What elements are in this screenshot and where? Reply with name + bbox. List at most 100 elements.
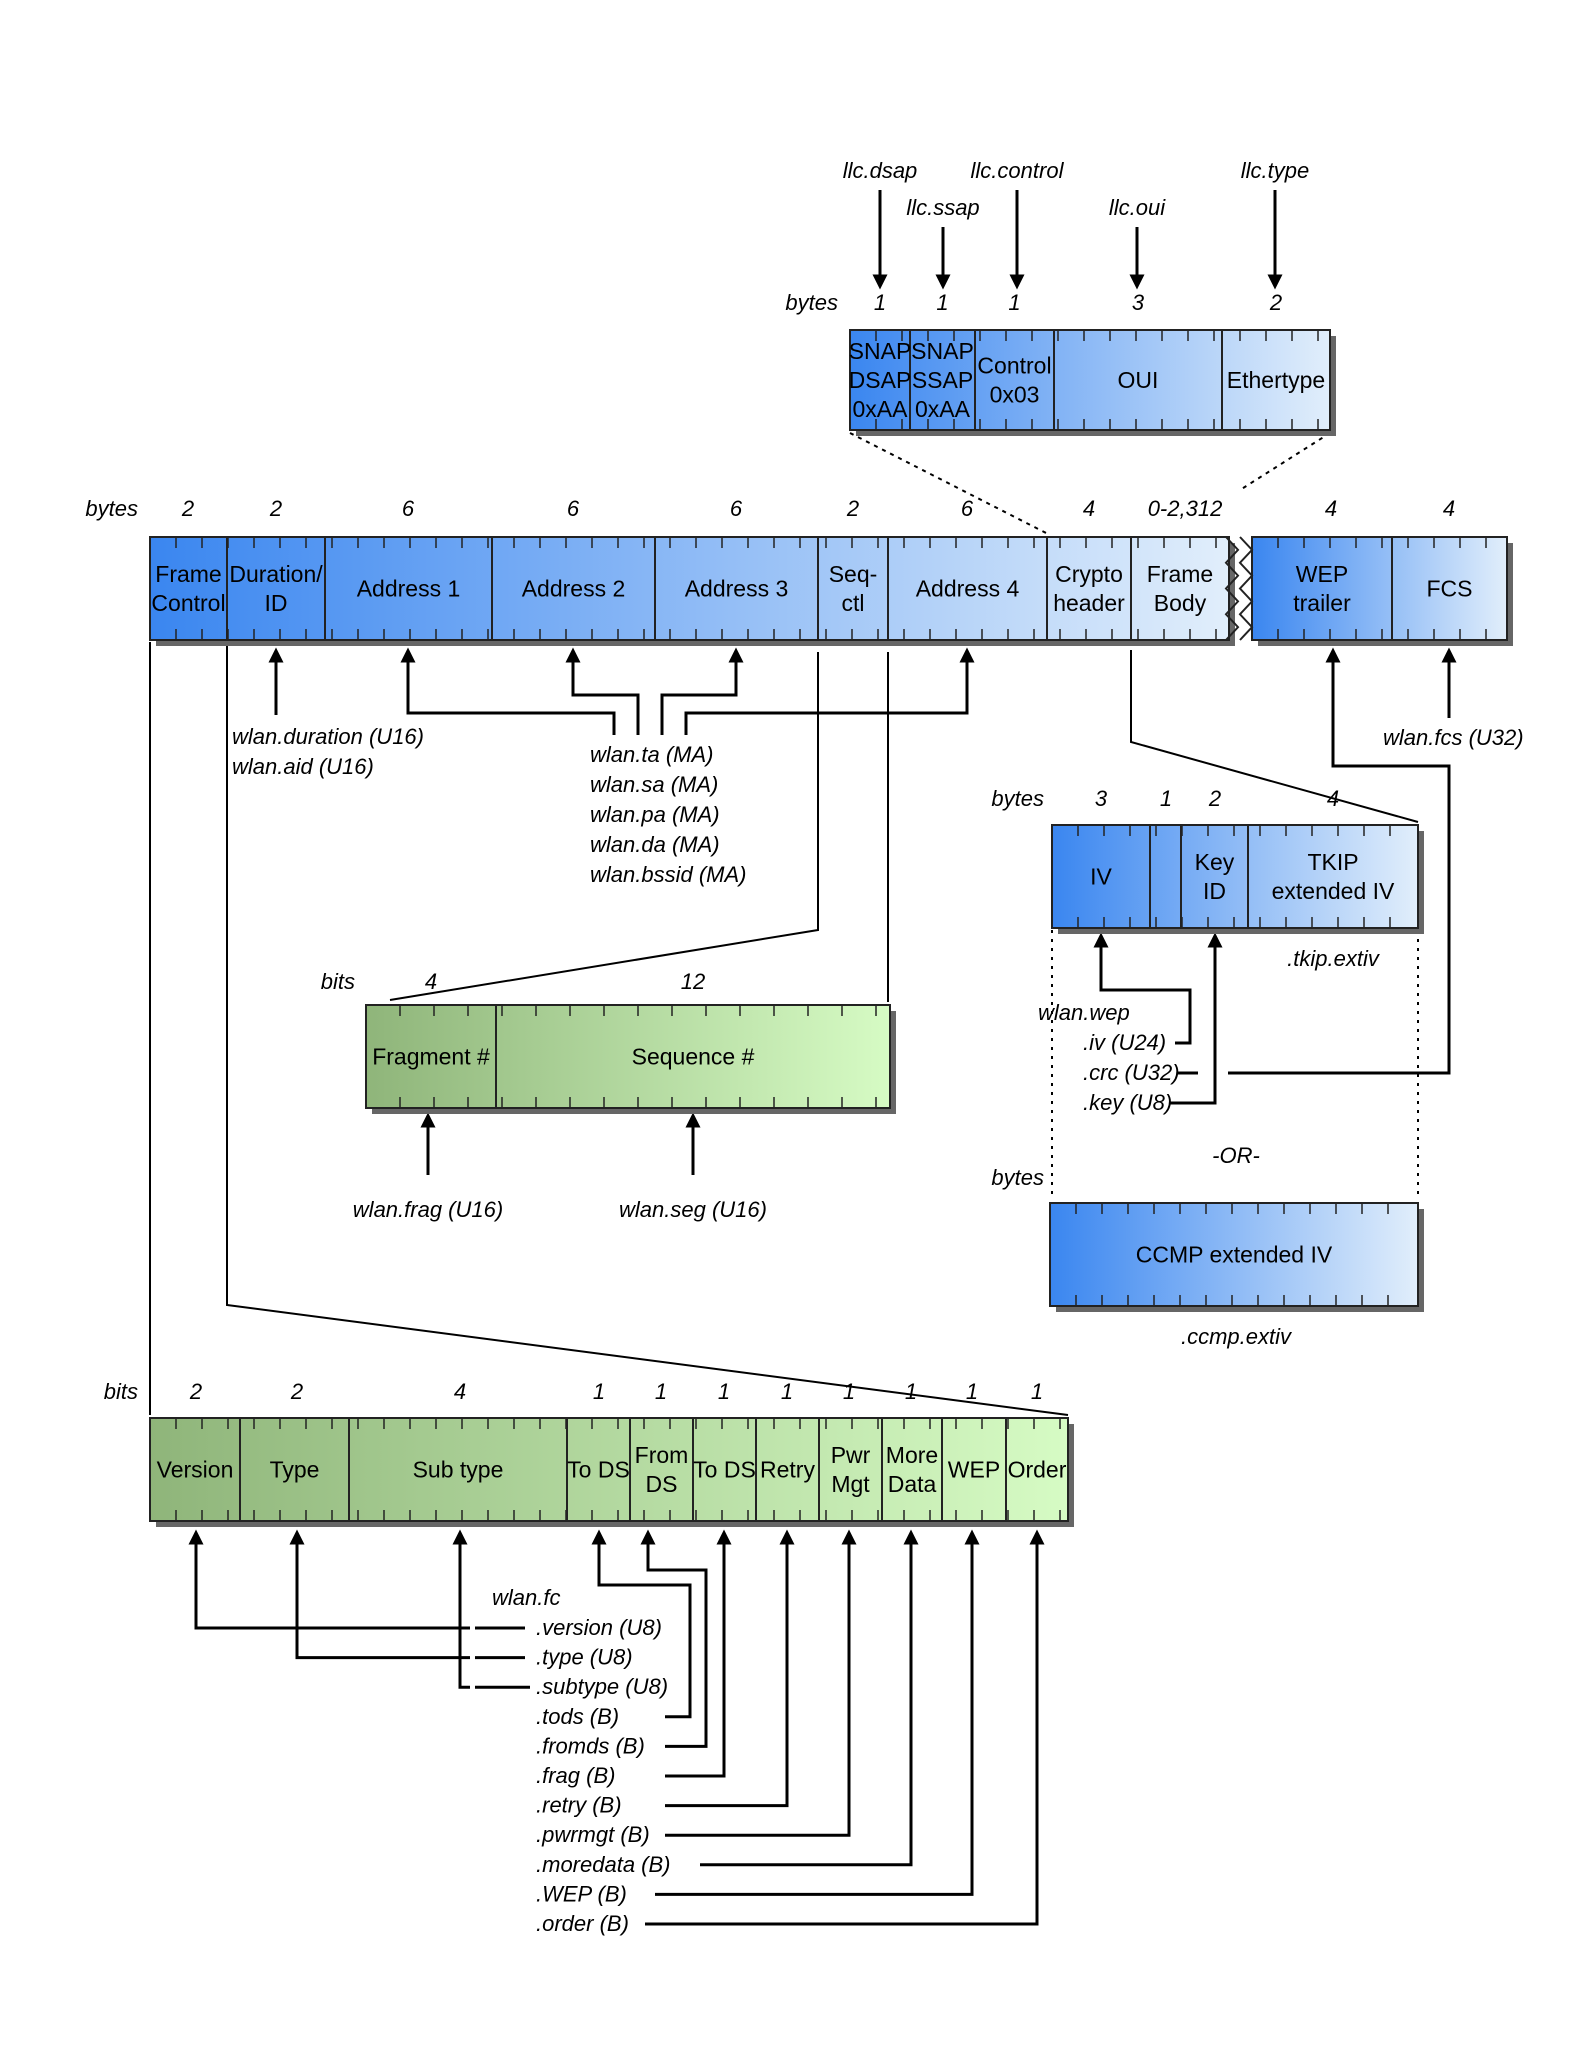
address2-arrow [565,647,640,735]
fc-bar-field-label: To DS [693,1457,756,1483]
llc-bytes-label: bytes [785,290,838,315]
fc-bit-size: 4 [454,1379,466,1404]
fc-expand-line [226,642,1069,1416]
llc-pointer-label: llc.dsap [843,158,918,183]
fc-bar-field-label: Version [157,1457,234,1483]
fcs-name: wlan.fcs (U32) [1383,725,1524,750]
fc-bit-size: 1 [966,1379,978,1404]
llc-bar-field-label: Ethertype [1227,367,1325,393]
fc-retry-arrow [665,1529,795,1808]
frame-bar-right-field-label: WEP [1296,561,1348,587]
frame-bar-left [149,536,1230,641]
llc-byte-size: 1 [874,290,886,315]
fc-fromds-arrow [640,1529,708,1748]
fc-field-name: .frag (B) [536,1763,615,1788]
fc-bar-field-label: WEP [948,1457,1000,1483]
fc-bar-field-label: DS [646,1471,678,1497]
frame-byte-size: 6 [402,496,415,521]
duration-name: wlan.aid (U16) [232,754,374,779]
frame-byte-size: 6 [961,496,974,521]
fc-bar [149,1417,1069,1522]
wep-bar [1051,824,1419,929]
frame-bar-right-field-label: trailer [1293,590,1351,616]
or-label: -OR- [1212,1143,1260,1168]
fc-field-name: .fromds (B) [536,1733,645,1758]
fc-bar-field-label: Type [270,1457,320,1483]
frame-bar-left-field-label: Control [151,590,225,616]
fc-field-name: .pwrmgt (B) [536,1822,650,1847]
frame-bar-left-field-label: ID [265,590,288,616]
frame-bar-left-field-label: Address 4 [916,576,1020,602]
llc-byte-size: 1 [936,290,948,315]
wep-bar-field-label: IV [1090,864,1112,890]
frame-bar-left-field-label: ctl [842,590,865,616]
fc-wep-arrow [655,1529,980,1896]
tkip-name: .tkip.extiv [1287,946,1381,971]
llc-bar-field-label: DSAP [849,367,912,393]
address-name: wlan.da (MA) [590,832,720,857]
fc-moredata-arrow [700,1529,919,1867]
fc-bit-size: 2 [290,1379,303,1404]
frag-name: wlan.frag (U16) [353,1197,503,1222]
seqctl-bar [365,1004,891,1109]
fc-bit-size: 1 [781,1379,793,1404]
fc-field-name: .tods (B) [536,1704,619,1729]
seqctl-expand-line [389,652,819,1001]
frame-bar-right [1251,536,1508,641]
fc-bar-field-label: Data [888,1471,937,1497]
address4-arrow [684,647,975,735]
frame-break-zigzag [1224,536,1240,641]
field-bars [149,329,1513,1527]
fc-pwrmgt-arrow [665,1529,857,1837]
fc-bar-field-label: Order [1008,1457,1067,1483]
wep-bar-field-label: Key [1195,849,1235,875]
fc-field-name: .retry (B) [536,1793,622,1818]
ccmp-bytes-label: bytes [991,1165,1044,1190]
frame-bar-left-field-label: Address 2 [522,576,626,602]
wep-byte-size: 2 [1208,786,1221,811]
frame-bar-left-field-label: Address 1 [357,576,461,602]
llc-bar-field-label: OUI [1118,367,1159,393]
fc-bit-size: 1 [655,1379,667,1404]
fc-tods-arrow [591,1529,692,1719]
fc-type-arrow [289,1529,470,1660]
wep-prefix: wlan.wep [1038,1000,1130,1025]
seqctl-bit-size: 4 [425,969,437,994]
crc-arrow [1228,647,1451,1075]
fc-bit-size: 1 [593,1379,605,1404]
llc-bar-field-label: SNAP [849,338,912,364]
wep-bar-field-label: extended IV [1272,878,1395,904]
frame-break-zigzag [1238,536,1254,641]
fc-prefix: wlan.fc [492,1585,560,1610]
ccmp-bar [1049,1202,1419,1307]
frame-byte-size: 2 [269,496,282,521]
address-name: wlan.ta (MA) [590,742,713,767]
duration-name: wlan.duration (U16) [232,724,424,749]
key-arrow [1170,932,1223,1105]
wep-byte-size: 4 [1327,786,1339,811]
fc-version-arrow [188,1529,470,1630]
address1-arrow [400,647,616,735]
address-name: wlan.pa (MA) [590,802,720,827]
frame-bytes-label: bytes [85,496,138,521]
fc-field-name: .type (U8) [536,1645,633,1670]
frame-byte-size: 6 [567,496,580,521]
frame-byte-size: 4 [1083,496,1095,521]
iv-arrow [1093,932,1192,1045]
llc-byte-size: 1 [1008,290,1020,315]
frame-bar-left-field-label: Body [1154,590,1207,616]
llc-bar-field-label: Control [977,353,1051,379]
frame-byte-size: 0-2,312 [1148,496,1223,521]
fc-bar-field-label: Sub type [413,1457,504,1483]
fc-bar-field-label: To DS [567,1457,630,1483]
llc-pointer-label: llc.control [971,158,1065,183]
seqctl-bar-field-label: Fragment # [372,1044,490,1070]
seqctl-bar-field-label: Sequence # [632,1044,755,1070]
seq-name: wlan.seg (U16) [619,1197,767,1222]
crypto-expand-line [1130,650,1419,823]
ccmp-bar-field-label: CCMP extended IV [1136,1242,1333,1268]
fc-bar-field-label: Pwr [831,1442,871,1468]
fc-frag-arrow [665,1529,732,1778]
wep-bar-field-label: TKIP [1307,849,1358,875]
